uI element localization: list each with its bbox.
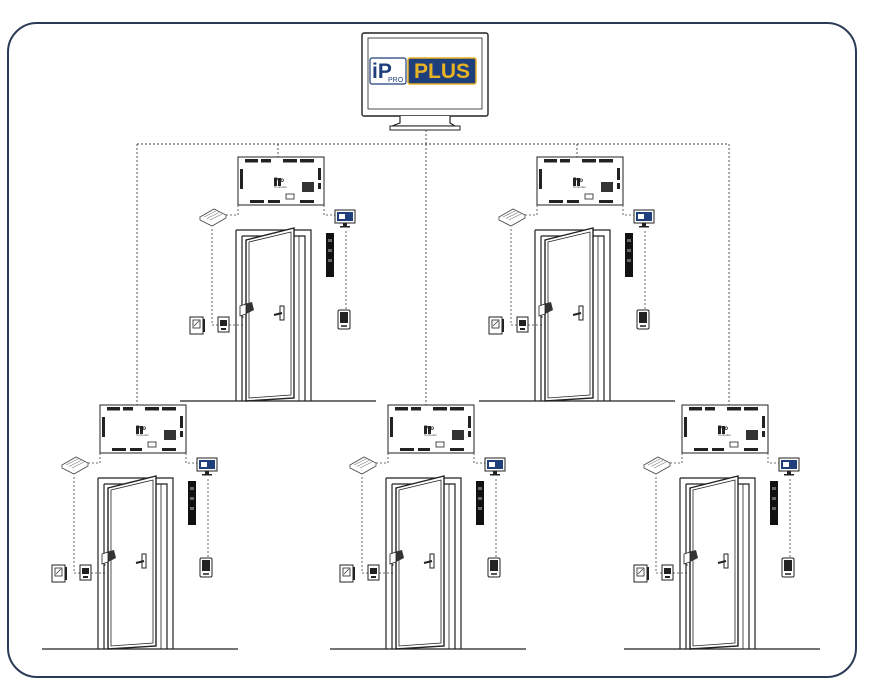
exit-button-icon [661, 564, 674, 581]
door-icon [534, 227, 611, 402]
controller-brand: Pro [718, 426, 728, 432]
card-reader-icon [636, 309, 650, 330]
workstation-icon [778, 457, 800, 476]
controller-caption: Controller [274, 185, 287, 189]
controller-caption: Controller [136, 433, 149, 437]
door-icon [679, 475, 756, 650]
plus-logo-text: PLUS [414, 60, 470, 83]
wall-panel-icon [51, 564, 68, 583]
printer-icon [61, 456, 89, 475]
ipro-logo-pro: PRO [388, 77, 404, 84]
network-links [136, 130, 730, 405]
controller-brand: Pro [573, 178, 583, 184]
controller-brand: Pro [274, 178, 284, 184]
controller-brand: Pro [136, 426, 146, 432]
printer-icon [199, 208, 227, 227]
workstation-icon [484, 457, 506, 476]
exit-button-icon [516, 316, 529, 333]
card-reader-icon [781, 557, 795, 578]
controller-caption: Controller [424, 433, 437, 437]
keypad-strip-icon [625, 233, 633, 277]
door-icon [385, 475, 462, 650]
keypad-strip-icon [326, 233, 334, 277]
workstation-icon [334, 209, 356, 228]
plus-logo-badge [407, 57, 477, 85]
controller-caption: Controller [573, 185, 586, 189]
wall-panel-icon [488, 316, 505, 335]
card-reader-icon [337, 309, 351, 330]
wall-panel-icon [189, 316, 206, 335]
door-icon [97, 475, 174, 650]
card-reader-icon [199, 557, 213, 578]
exit-button-icon [79, 564, 92, 581]
ipro-logo-badge [369, 57, 407, 85]
controller-caption: Controller [718, 433, 731, 437]
workstation-icon [633, 209, 655, 228]
workstation-icon [196, 457, 218, 476]
main-monitor: iP PRO PLUS [361, 32, 489, 131]
card-reader-icon [487, 557, 501, 578]
printer-icon [498, 208, 526, 227]
ipro-logo-ip: iP [372, 60, 392, 83]
keypad-strip-icon [770, 481, 778, 525]
wall-panel-icon [633, 564, 650, 583]
door-icon [235, 227, 312, 402]
printer-icon [349, 456, 377, 475]
controller-brand: Pro [424, 426, 434, 432]
printer-icon [643, 456, 671, 475]
wall-panel-icon [339, 564, 356, 583]
exit-button-icon [367, 564, 380, 581]
keypad-strip-icon [476, 481, 484, 525]
diagram-frame [7, 22, 857, 678]
exit-button-icon [217, 316, 230, 333]
keypad-strip-icon [188, 481, 196, 525]
